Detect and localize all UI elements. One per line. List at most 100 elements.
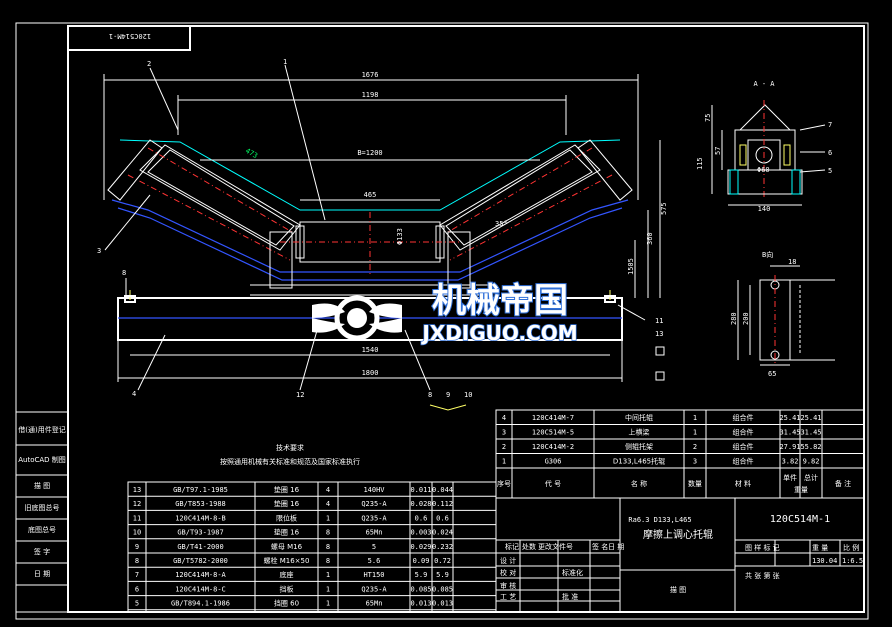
gear-icon (312, 295, 402, 341)
bom-lower-w2: 5.9 (436, 571, 449, 579)
bom-lower-mat: 5.6 (368, 557, 381, 565)
section-aa-dim-115: 115 (696, 157, 704, 170)
bom-lower-qty: 8 (326, 529, 330, 537)
bom-lower-w2: 0.112 (432, 500, 453, 508)
section-aa-title: A - A (753, 80, 775, 88)
bom-lower-code: GB/T894.1-1986 (171, 600, 230, 608)
bom-header-w1: 单件 (783, 473, 797, 482)
callout-7: 7 (828, 121, 832, 129)
view-b-dim-280: 280 (730, 312, 738, 325)
bom-lower-name: 垫圈 16 (274, 528, 300, 537)
bom-lower-no: 7 (135, 571, 139, 579)
bom-upper-code: 120C414M-7 (532, 414, 574, 422)
sidebar-row-4: 旧底图总号 (25, 503, 60, 512)
bom-upper-mat: 组合件 (733, 428, 754, 437)
sidebar-row-5: 底图总号 (28, 525, 56, 534)
stage-mark: 图 样 标 记 (745, 543, 780, 552)
watermark-logo: 机械帝国 JXDIGUO.COM (312, 280, 578, 346)
bom-upper-name: 上横梁 (629, 428, 650, 437)
callout-11: 12 (296, 391, 304, 399)
role-review: 审 核 (500, 581, 516, 590)
bom-lower-w1: 0.028 (410, 500, 431, 508)
rev-count: 处数 (522, 542, 536, 551)
bom-header-mat: 材 料 (735, 479, 751, 488)
callout-13: 13 (655, 330, 663, 338)
bom-lower-no: 9 (135, 543, 139, 551)
callout-9: 9 (446, 391, 450, 399)
dim-overall: 1676 (362, 71, 379, 79)
bom-lower-w2: 0.024 (432, 529, 453, 537)
bom-lower-qty: 4 (326, 486, 330, 494)
dim-outer: 1198 (362, 91, 379, 99)
bom-upper-no: 2 (502, 443, 506, 451)
bom-lower-w1: 0.003 (410, 529, 431, 537)
bom-lower-code: 120C414M-8-A (175, 571, 226, 579)
bom-upper-qty: 2 (693, 443, 697, 451)
bom-lower-qty: 1 (326, 585, 330, 593)
dim-roller-dia: Φ133 (396, 228, 404, 245)
bom-lower-code: GB/T93-1987 (177, 529, 223, 537)
rev-mark: 标记 (505, 542, 519, 551)
bom-upper-w2: 31.45 (800, 429, 821, 437)
view-b: B向 18 280 200 65 (730, 250, 835, 378)
section-aa-dim-75: 75 (704, 114, 712, 122)
dim-height-3: 1505 (627, 258, 635, 275)
bom-header-no: 序号 (497, 479, 511, 488)
bom-lower-no: 10 (133, 529, 141, 537)
dim-base: 1800 (362, 369, 379, 377)
bom-lower-name: 垫圈 16 (274, 485, 300, 494)
copy-label: 描 图 (670, 585, 686, 594)
rev-doc: 更改文件号 (538, 542, 573, 551)
bom-upper-name: 中间托辊 (625, 413, 653, 422)
view-b-dim-18: 18 (788, 258, 796, 266)
bom-lower-mat: 5 (372, 543, 376, 551)
bom-lower-no: 8 (135, 557, 139, 565)
bom-lower-no: 6 (135, 585, 139, 593)
bom-lower-w1: 0.029 (410, 543, 431, 551)
bom-lower-name: 螺母 M16 (271, 542, 303, 551)
main-view: 1676 1198 B=1200 473 35° 465 Φ133 (97, 58, 668, 411)
bom-upper-mat: 组合件 (733, 442, 754, 451)
tech-note-text: 按照通用机械有关标准和规范及国家标准执行 (220, 457, 360, 466)
scale-value: 1:6.5 (842, 557, 863, 565)
bom-lower-mat: 65Mn (366, 600, 383, 608)
bom-lower-mat: Q235-A (361, 585, 387, 593)
left-sidebar: 借(通)用件登记 AutoCAD 制图 描 图 旧底图总号 底图总号 签 字 日… (15, 411, 69, 613)
bom-lower-code: GB/T97.1-1985 (173, 486, 228, 494)
bom-lower-mat: HT150 (363, 571, 384, 579)
bom-upper-mat: 组合件 (733, 413, 754, 422)
bom-header-note: 备 注 (835, 479, 851, 488)
bom-lower-name: 螺栓 M16×50 (264, 556, 310, 565)
bom-upper-w2: 9.82 (803, 458, 820, 466)
bom-upper-qty: 3 (693, 458, 697, 466)
callout-5: 5 (828, 167, 832, 175)
sidebar-row-7: 日 期 (34, 570, 50, 578)
bom-lower-code: GB/T853-1988 (175, 500, 226, 508)
bom-upper-name: 侧辊托架 (625, 442, 653, 451)
bom-lower-no: 5 (135, 600, 139, 608)
bom-lower-qty: 8 (326, 557, 330, 565)
bom-lower-qty: 1 (326, 571, 330, 579)
bom-lower-code: 120C414M-8-C (175, 585, 226, 593)
bom-lower-code: GB/T5782-2000 (173, 557, 228, 565)
dim-side-roller: 473 (244, 147, 259, 160)
bom-lower-w2: 0.044 (432, 486, 453, 494)
view-b-dim-200: 200 (742, 312, 750, 325)
bom-lower-w1: 5.9 (415, 571, 428, 579)
bom-upper-qty: 1 (693, 429, 697, 437)
bom-lower-w2: 0.72 (434, 557, 451, 565)
bom-header-w2: 总计 (804, 473, 818, 482)
section-aa: A - A Φ60 75 57 115 140 7 6 5 (696, 80, 832, 213)
dim-angle: 35° (495, 220, 508, 228)
product-name: 摩擦上调心托辊 (643, 528, 713, 541)
bom-lower-no: 13 (133, 486, 141, 494)
title-stamp: Ra6.3 D133,L465 (628, 516, 691, 524)
